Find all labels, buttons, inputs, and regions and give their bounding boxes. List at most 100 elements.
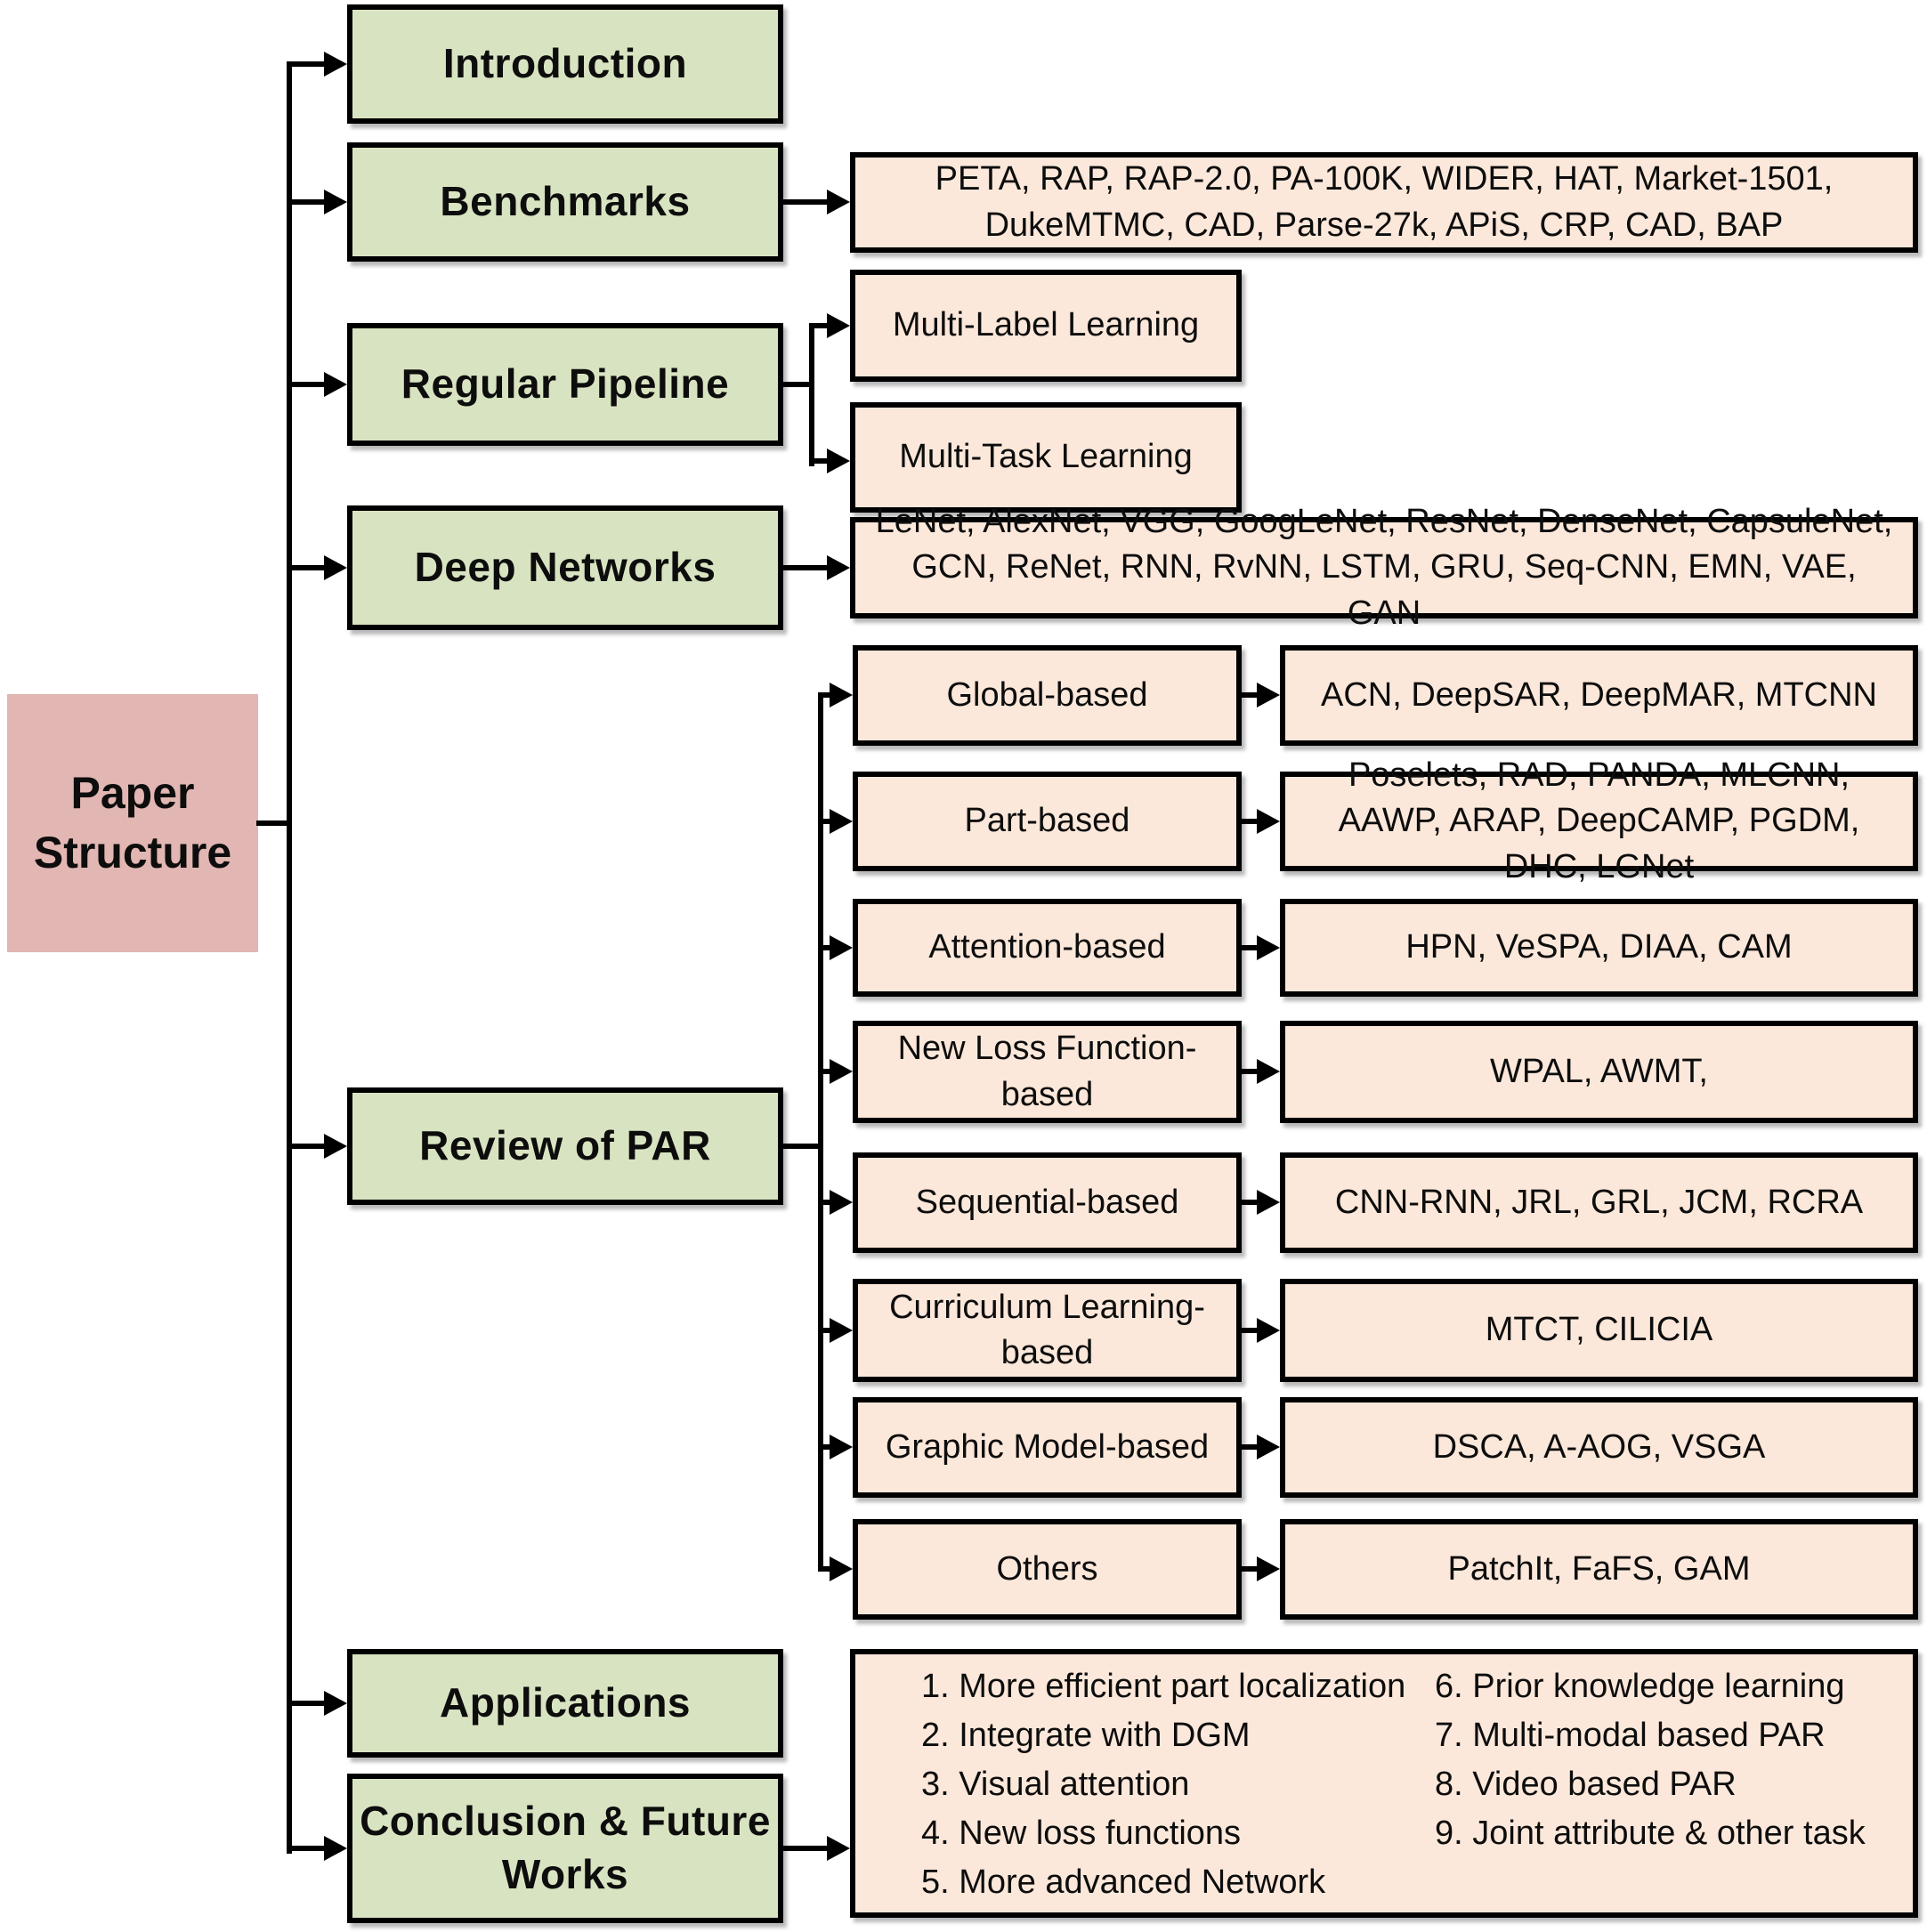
future-works-box bbox=[850, 1649, 1918, 1918]
section-review-of-par: Review of PAR bbox=[347, 1087, 783, 1205]
future-works-line bbox=[783, 1846, 830, 1851]
methods-sequential-line bbox=[1242, 1200, 1264, 1205]
branch-conclusion-line bbox=[287, 1846, 328, 1851]
multi-task-arrowhead bbox=[827, 449, 850, 473]
branch-review-of-par-arrowhead bbox=[324, 1134, 347, 1159]
branch-introduction-line bbox=[287, 61, 328, 67]
future-works-item: 5. More advanced Network bbox=[921, 1863, 1326, 1901]
methods-global-arrowhead bbox=[1257, 683, 1280, 707]
methods-new-loss-function-based: WPAL, AWMT, bbox=[1280, 1021, 1918, 1123]
category-part-based: Part-based bbox=[853, 772, 1242, 871]
section-introduction: Introduction bbox=[347, 4, 783, 124]
regular-pipeline-bracket-stem bbox=[783, 382, 814, 387]
benchmarks-detail-line bbox=[783, 199, 830, 205]
category-attention-based: Attention-based bbox=[853, 899, 1242, 997]
section-regular-pipeline: Regular Pipeline bbox=[347, 323, 783, 446]
methods-curriculum-arrowhead bbox=[1257, 1318, 1280, 1343]
row-others-line bbox=[818, 1566, 834, 1572]
methods-curriculum-learning-based: MTCT, CILICIA bbox=[1280, 1279, 1918, 1382]
future-works-item: 2. Integrate with DGM bbox=[921, 1717, 1251, 1754]
future-works-column-2: 6. Prior knowledge learning 7. Multi-mod… bbox=[1435, 1662, 1915, 1858]
methods-global-based: ACN, DeepSAR, DeepMAR, MTCNN bbox=[1280, 645, 1918, 746]
future-works-item: 4. New loss functions bbox=[921, 1815, 1242, 1852]
row-part-arrowhead bbox=[830, 809, 853, 834]
deep-networks-list: LeNet, AlexNet, VGG, GoogLeNet, ResNet, … bbox=[850, 503, 1918, 632]
section-applications: Applications bbox=[347, 1649, 783, 1758]
node-multi-task-learning: Multi-Task Learning bbox=[850, 402, 1242, 513]
review-bracket-stem bbox=[783, 1144, 823, 1149]
methods-others-line bbox=[1242, 1566, 1264, 1572]
branch-regular-pipeline-line bbox=[287, 382, 328, 387]
deep-networks-detail-line bbox=[783, 565, 830, 570]
category-others: Others bbox=[853, 1519, 1242, 1620]
row-graphic-arrowhead bbox=[830, 1435, 853, 1459]
row-global-arrowhead bbox=[830, 683, 853, 707]
row-new-loss-arrowhead bbox=[830, 1059, 853, 1084]
methods-attention-line bbox=[1242, 945, 1264, 950]
methods-graphic-arrowhead bbox=[1257, 1435, 1280, 1459]
methods-part-arrowhead bbox=[1257, 809, 1280, 834]
section-deep-networks: Deep Networks bbox=[347, 505, 783, 630]
methods-others: PatchIt, FaFS, GAM bbox=[1280, 1519, 1918, 1620]
future-works-item: 3. Visual attention bbox=[921, 1766, 1190, 1803]
methods-attention-based: HPN, VeSPA, DIAA, CAM bbox=[1280, 899, 1918, 997]
row-graphic-line bbox=[818, 1444, 834, 1450]
row-sequential-line bbox=[818, 1200, 834, 1205]
branch-benchmarks-arrowhead bbox=[324, 190, 347, 214]
row-attention-arrowhead bbox=[830, 935, 853, 960]
multi-label-line bbox=[809, 323, 832, 328]
branch-benchmarks-line bbox=[287, 199, 328, 205]
future-works-column-1: 1. More efficient part localization 2. I… bbox=[921, 1662, 1446, 1907]
section-benchmarks: Benchmarks bbox=[347, 142, 783, 262]
future-works-item: 6. Prior knowledge learning bbox=[1435, 1668, 1845, 1705]
methods-new-loss-arrowhead bbox=[1257, 1059, 1280, 1084]
row-sequential-arrowhead bbox=[830, 1190, 853, 1215]
branch-regular-pipeline-arrowhead bbox=[324, 372, 347, 397]
methods-curriculum-line bbox=[1242, 1328, 1264, 1333]
row-global-line bbox=[818, 692, 834, 698]
methods-others-arrowhead bbox=[1257, 1556, 1280, 1581]
category-graphic-model-based: Graphic Model-based bbox=[853, 1397, 1242, 1498]
category-new-loss-function-based: New Loss Function-based bbox=[853, 1021, 1242, 1123]
branch-introduction-arrowhead bbox=[324, 52, 347, 77]
trunk-line bbox=[287, 61, 292, 1854]
multi-label-arrowhead bbox=[827, 313, 850, 338]
category-curriculum-learning-based: Curriculum Learning-based bbox=[853, 1279, 1242, 1382]
deep-networks-detail-arrowhead bbox=[827, 555, 850, 580]
regular-pipeline-bracket-line bbox=[809, 323, 814, 466]
future-works-item: 1. More efficient part localization bbox=[921, 1668, 1406, 1705]
review-bracket-line bbox=[818, 692, 823, 1572]
category-global-based: Global-based bbox=[853, 645, 1242, 746]
row-new-loss-line bbox=[818, 1069, 834, 1074]
row-curriculum-line bbox=[818, 1328, 834, 1333]
methods-graphic-line bbox=[1242, 1444, 1264, 1450]
methods-part-based: Poselets, RAD, PANDA, MLCNN, AAWP, ARAP,… bbox=[1280, 756, 1918, 885]
future-works-item: 8. Video based PAR bbox=[1435, 1766, 1737, 1803]
benchmarks-detail-arrowhead bbox=[827, 190, 850, 214]
methods-sequential-arrowhead bbox=[1257, 1190, 1280, 1215]
root-node-paper-structure: Paper Structure bbox=[7, 694, 258, 952]
branch-deep-networks-line bbox=[287, 565, 328, 570]
methods-part-line bbox=[1242, 819, 1264, 824]
methods-global-line bbox=[1242, 692, 1264, 698]
branch-deep-networks-arrowhead bbox=[324, 555, 347, 580]
benchmarks-dataset-list: PETA, RAP, RAP-2.0, PA-100K, WIDER, HAT,… bbox=[850, 152, 1918, 253]
section-conclusion-future-works: Conclusion & Future Works bbox=[347, 1774, 783, 1923]
branch-review-of-par-line bbox=[287, 1144, 328, 1149]
row-attention-line bbox=[818, 945, 834, 950]
row-others-arrowhead bbox=[830, 1556, 853, 1581]
methods-sequential-based: CNN-RNN, JRL, GRL, JCM, RCRA bbox=[1280, 1152, 1918, 1253]
branch-applications-line bbox=[287, 1701, 328, 1706]
root-connector-line bbox=[256, 820, 292, 826]
methods-attention-arrowhead bbox=[1257, 935, 1280, 960]
category-sequential-based: Sequential-based bbox=[853, 1152, 1242, 1253]
multi-task-line bbox=[809, 458, 832, 464]
branch-conclusion-arrowhead bbox=[324, 1836, 347, 1861]
methods-new-loss-line bbox=[1242, 1069, 1264, 1074]
node-multi-label-learning: Multi-Label Learning bbox=[850, 270, 1242, 382]
row-part-line bbox=[818, 819, 834, 824]
methods-graphic-model-based: DSCA, A-AOG, VSGA bbox=[1280, 1397, 1918, 1498]
row-curriculum-arrowhead bbox=[830, 1318, 853, 1343]
future-works-item: 7. Multi-modal based PAR bbox=[1435, 1717, 1826, 1754]
